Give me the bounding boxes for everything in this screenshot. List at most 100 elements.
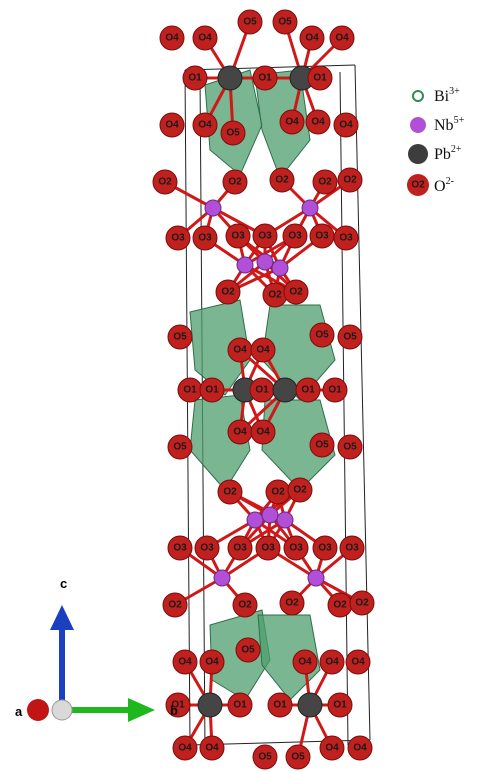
oxygen-label: O4 xyxy=(353,743,367,754)
legend-bi-charge: 3+ xyxy=(449,86,460,97)
legend-item-o: O2 O2- xyxy=(407,174,454,196)
oxygen-atom xyxy=(220,120,246,146)
oxygen-atom xyxy=(305,109,331,135)
oxygen-label: O5 xyxy=(315,440,329,451)
oxygen-label: O4 xyxy=(311,117,325,128)
oxygen-atom xyxy=(165,225,191,251)
oxygen-label: O4 xyxy=(178,743,192,754)
svg-text:Nb5+: Nb5+ xyxy=(434,115,465,134)
oxygen-label: O2 xyxy=(271,487,285,498)
oxygen-atom xyxy=(227,535,253,561)
oxygen-atom xyxy=(337,324,363,350)
oxygen-atom xyxy=(192,225,218,251)
oxygen-label: O4 xyxy=(205,657,219,668)
legend-pb-label: Pb xyxy=(434,146,451,163)
oxygen-label: O4 xyxy=(285,117,299,128)
oxygen-label: O3 xyxy=(200,543,214,554)
oxygen-label: O4 xyxy=(351,657,365,668)
oxygen-label: O4 xyxy=(165,33,179,44)
oxygen-label: O2 xyxy=(268,290,282,301)
lead-atom xyxy=(217,65,243,91)
oxygen-atom xyxy=(309,432,335,458)
oxygen-atom xyxy=(327,692,353,718)
oxygen-label: O3 xyxy=(231,231,245,242)
oxygen-atom xyxy=(299,25,325,51)
oxygen-atom xyxy=(192,112,218,138)
oxygen-label: O1 xyxy=(171,700,185,711)
oxygen-label: O4 xyxy=(335,33,349,44)
legend: Bi3+ Nb5+ Pb2+ O2 O2- xyxy=(407,86,465,196)
svg-text:Pb2+: Pb2+ xyxy=(434,144,462,163)
oxygen-atom xyxy=(252,744,278,770)
oxygen-atom xyxy=(225,223,251,249)
oxygen-atom xyxy=(279,590,305,616)
oxygen-label: O5 xyxy=(173,442,187,453)
nb-marker-icon xyxy=(410,117,426,133)
oxygen-label: O3 xyxy=(288,231,302,242)
oxygen-atom xyxy=(337,167,363,193)
niobium-atom xyxy=(204,199,222,217)
oxygen-label: O1 xyxy=(328,385,342,396)
oxygen-atom xyxy=(283,535,309,561)
oxygen-atom xyxy=(347,735,373,761)
niobium-atom xyxy=(213,569,231,587)
oxygen-atom xyxy=(194,535,220,561)
oxygen-atom xyxy=(232,592,258,618)
oxygen-atom xyxy=(250,419,276,445)
oxygen-atom xyxy=(279,109,305,135)
axis-label-a: a xyxy=(15,704,23,719)
oxygen-label: O3 xyxy=(318,543,332,554)
niobium-atom xyxy=(236,256,254,274)
cell-edge xyxy=(184,69,191,746)
oxygen-atom xyxy=(283,279,309,305)
oxygen-atom xyxy=(255,535,281,561)
oxygen-atom xyxy=(250,337,276,363)
oxygen-label: O1 xyxy=(183,385,197,396)
axis-label-c: c xyxy=(60,576,67,591)
oxygen-atom xyxy=(165,692,191,718)
lead-atom xyxy=(272,377,298,403)
oxygen-label: O1 xyxy=(273,700,287,711)
a-axis-ball xyxy=(27,699,49,721)
oxygen-atom xyxy=(319,735,345,761)
oxygen-label: O5 xyxy=(241,645,255,656)
oxygen-label: O2 xyxy=(343,175,357,186)
legend-nb-charge: 5+ xyxy=(454,115,465,126)
oxygen-atom xyxy=(172,735,198,761)
oxygen-atom xyxy=(333,225,359,251)
oxygen-label: O5 xyxy=(278,17,292,28)
oxygen-label: O3 xyxy=(261,543,275,554)
oxygen-label: O4 xyxy=(178,657,192,668)
oxygen-label: O4 xyxy=(205,743,219,754)
oxygen-label: O4 xyxy=(339,120,353,131)
oxygen-atom xyxy=(307,65,333,91)
axis-label-b: b xyxy=(170,703,178,718)
oxygen-atom xyxy=(272,9,298,35)
oxygen-atom xyxy=(167,535,193,561)
origin-ball xyxy=(51,699,73,721)
oxygen-atom xyxy=(322,377,348,403)
oxygen-label: O2 xyxy=(289,287,303,298)
oxygen-label: O2 xyxy=(228,177,242,188)
oxygen-atom xyxy=(282,223,308,249)
oxygen-label: O2 xyxy=(275,175,289,186)
oxygen-label: O5 xyxy=(226,128,240,139)
oxygen-label: O4 xyxy=(233,345,247,356)
cell-edge xyxy=(354,64,371,741)
oxygen-label: O2 xyxy=(238,600,252,611)
o-marker-icon xyxy=(407,174,429,196)
oxygen-label: O1 xyxy=(255,385,269,396)
oxygen-atom xyxy=(337,434,363,460)
niobium-atom xyxy=(261,506,279,524)
bi-marker-icon xyxy=(412,90,424,102)
oxygen-label: O5 xyxy=(173,332,187,343)
oxygen-atom xyxy=(159,112,185,138)
oxygen-label: O5 xyxy=(315,330,329,341)
oxygen-label: O2 xyxy=(158,177,172,188)
niobium-atom xyxy=(246,511,264,529)
oxygen-label: O3 xyxy=(289,543,303,554)
oxygen-atom xyxy=(349,590,375,616)
oxygen-label: O5 xyxy=(291,752,305,763)
oxygen-label: O4 xyxy=(165,120,179,131)
